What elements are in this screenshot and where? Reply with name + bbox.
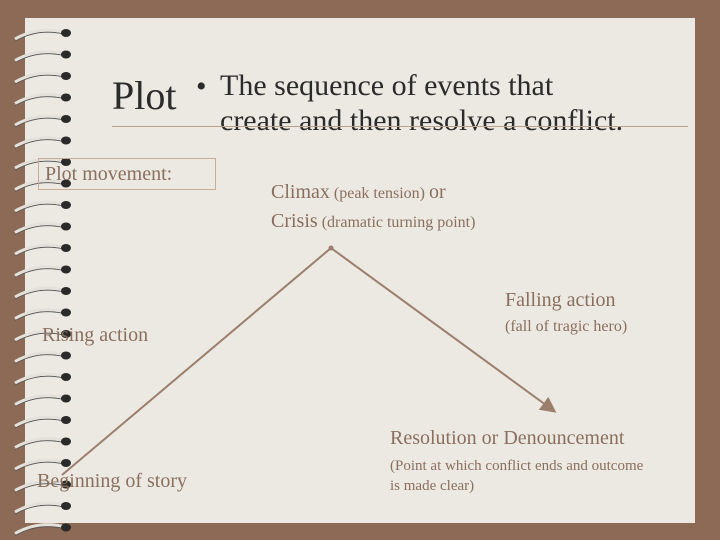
binding-ring [14,28,71,42]
resolution-label: Resolution or Denouncement [390,427,625,449]
binding-ring [14,372,71,386]
climax-or: or [428,181,446,203]
plot-movement-label: Plot movement: [38,158,216,190]
binding-ring [14,93,71,106]
crisis-detail: (dramatic turning point) [321,214,476,231]
binding-ring [14,71,71,85]
binding-ring [14,480,71,493]
resolution-detail: (Point at which conflict ends and outcom… [390,456,643,496]
falling-action-detail: (fall of tragic hero) [505,318,628,335]
definition-line-1: The sequence of events that [220,69,554,102]
falling-action-line [330,247,557,413]
binding-ring [14,523,71,536]
slide-title: Plot [112,73,177,118]
binding-ring [14,286,71,300]
falling-action-label: Falling action [505,289,616,311]
climax-word: Climax [271,181,330,203]
resolution-detail-line-1: (Point at which conflict ends and outcom… [390,458,644,474]
binding-ring [14,265,71,278]
climax-detail: (peak tension) [333,185,425,202]
title-rule [112,126,688,127]
binding-ring [14,437,71,450]
resolution-detail-line-2: is made clear) [390,478,475,494]
binding-ring [14,136,71,149]
binding-ring [14,458,71,472]
climax-label: Climax (peak tension) or [271,181,446,204]
binding-ring [14,329,71,343]
rising-action-line [61,247,332,476]
binding-ring [14,222,71,235]
binding-ring [14,394,71,407]
spiral-binding [14,28,71,536]
binding-ring [14,415,71,429]
rising-action-label: Rising action [42,324,149,346]
bullet-marker: • [196,70,207,103]
binding-ring [14,501,71,515]
binding-ring [14,308,71,321]
binding-ring [14,200,71,214]
binding-ring [14,243,71,257]
beginning-label: Beginning of story [37,470,187,492]
slide-page [25,18,695,523]
climax-point [328,245,334,251]
crisis-word: Crisis [271,210,318,232]
binding-ring [14,114,71,128]
binding-ring [14,351,71,364]
definition-line-2: create and then resolve a conflict. [220,104,624,137]
definition-text: The sequence of events that create and t… [220,68,623,138]
binding-ring [14,50,71,63]
crisis-label: Crisis (dramatic turning point) [271,210,475,233]
